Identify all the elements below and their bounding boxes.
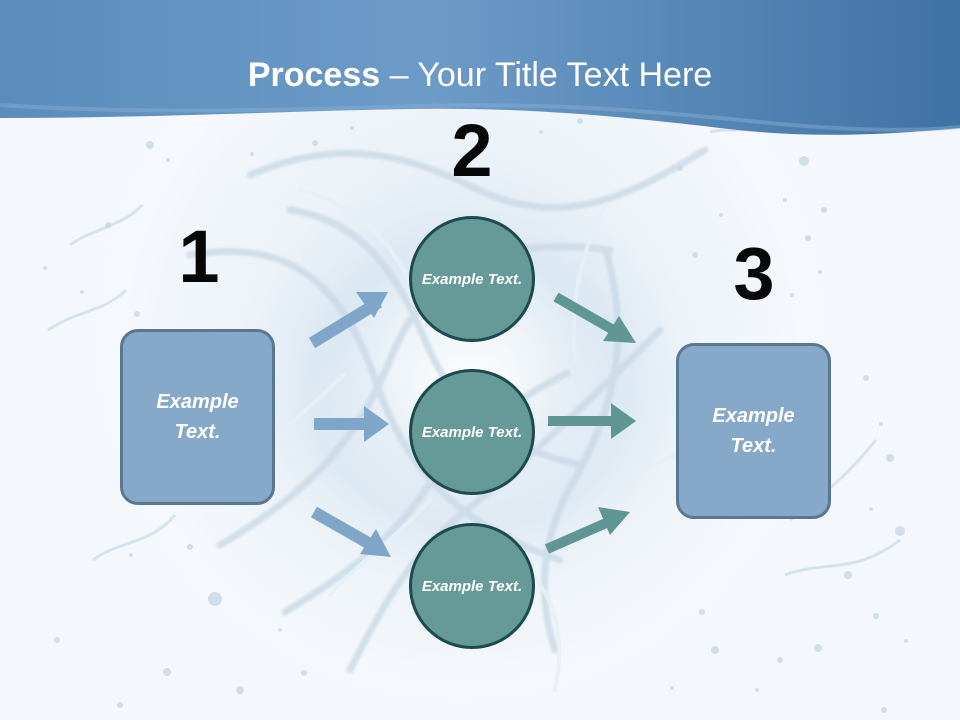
step-number-1: 1 (178, 215, 220, 298)
left-text-box: Example Text. (120, 329, 275, 505)
title-band (0, 0, 960, 135)
slide-title-bold: Process (247, 56, 381, 94)
middle-process-circle-label: Example Text. (421, 423, 523, 441)
right-text-box-label: Example Text. (712, 405, 795, 457)
left-text-box-label: Example Text. (156, 391, 239, 443)
top-process-circle-label: Example Text. (421, 270, 523, 288)
left-to-middle-arrow (314, 406, 389, 442)
top-process-circle: Example Text. (409, 216, 535, 342)
right-text-box: Example Text. (676, 343, 831, 519)
slide-title-rest: – Your Title Text Here (380, 56, 713, 94)
left-to-top-arrow (308, 292, 388, 349)
slide-title: Process – Your Title Text Here (0, 54, 960, 96)
step-number-3: 3 (733, 232, 775, 315)
left-to-bottom-arrow (311, 506, 391, 557)
middle-process-circle: Example Text. (409, 369, 535, 495)
top-to-right-arrow (553, 292, 636, 343)
step-number-2: 2 (451, 109, 493, 192)
bottom-process-circle: Example Text. (409, 523, 535, 649)
bottom-to-right-arrow (544, 507, 630, 554)
middle-to-right-arrow (548, 403, 636, 439)
bottom-process-circle-label: Example Text. (421, 577, 523, 595)
